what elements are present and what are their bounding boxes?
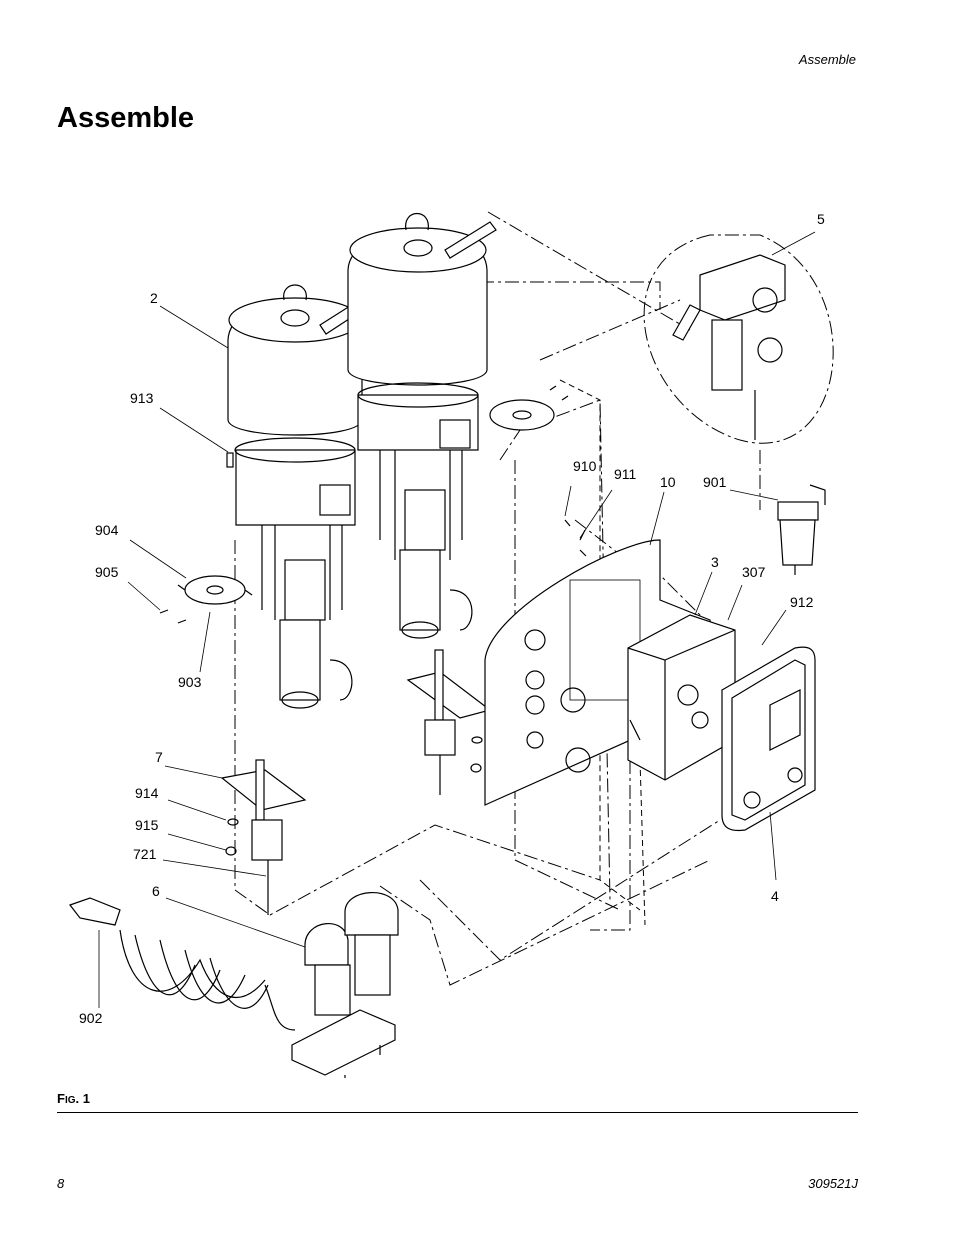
callout-913: 913 (130, 390, 154, 406)
callout-901: 901 (703, 474, 727, 490)
callout-3: 3 (711, 554, 719, 570)
document-number: 309521J (808, 1176, 858, 1191)
fluid-manifold (291, 892, 399, 1078)
mounting-plate (484, 519, 721, 806)
callout-2: 2 (150, 290, 158, 306)
callout-912: 912 (790, 594, 814, 610)
figure-caption-ig: IG (64, 1095, 76, 1106)
page-title: Assemble (57, 102, 195, 134)
callout-307: 307 (742, 564, 766, 580)
header-section-label: Assemble (798, 52, 856, 67)
air-regulator (672, 254, 786, 440)
callout-903: 903 (178, 674, 202, 690)
callout-labels: 2 913 904 905 903 7 914 915 721 6 902 5 … (79, 211, 825, 1026)
leader-lines (98, 231, 816, 1008)
clamp-left (159, 452, 253, 624)
page-number: 8 (57, 1176, 65, 1191)
callout-7: 7 (155, 749, 163, 765)
figure-caption-f: F (57, 1091, 65, 1106)
callout-911: 911 (614, 466, 637, 482)
control-box (627, 614, 736, 781)
figure-caption: FIG. 1 (57, 1091, 90, 1106)
callout-721: 721 (133, 846, 157, 862)
pump-assembly-left (227, 284, 379, 709)
clamp-right (489, 385, 569, 431)
front-panel (721, 646, 816, 832)
callout-904: 904 (95, 522, 119, 538)
air-filter (777, 484, 826, 575)
callout-902: 902 (79, 1010, 103, 1026)
callout-914: 914 (135, 785, 159, 801)
callout-905: 905 (95, 564, 119, 580)
callout-10: 10 (660, 474, 676, 490)
bracket-left (220, 759, 307, 915)
figure-caption-number: . 1 (75, 1091, 90, 1106)
callout-6: 6 (152, 883, 160, 899)
bracket-right (406, 649, 492, 795)
pump-assembly-right (347, 213, 497, 639)
callout-4: 4 (771, 888, 779, 904)
caption-rule (57, 1112, 858, 1113)
callout-915: 915 (135, 817, 159, 833)
callout-910: 910 (573, 458, 597, 474)
callout-5: 5 (817, 211, 825, 227)
hose-coil (69, 897, 296, 1031)
